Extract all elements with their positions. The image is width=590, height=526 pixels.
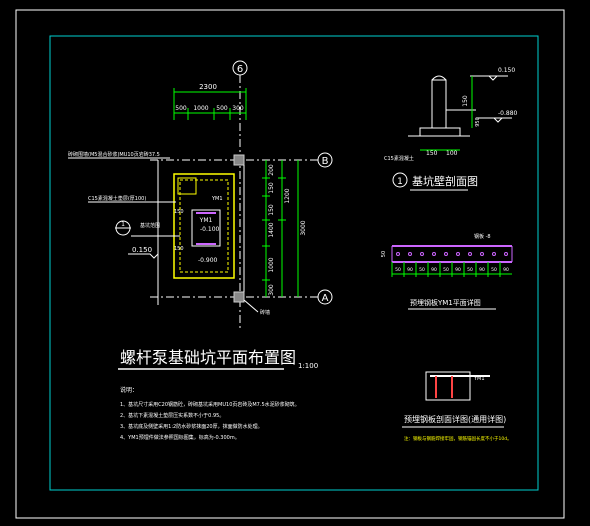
wall-ref-leader [243,299,259,313]
plan-scale: 1:100 [298,362,318,370]
top-dim-overall: 2300 [199,83,217,91]
embed-plan-stud [420,252,424,256]
note-3: 3、基坑底及侧壁采用1:2防水砂浆抹面20厚，抹面做防水处理。 [120,423,263,430]
embed-plan-dim: 50 [419,267,425,273]
axis-a-label: A [322,293,329,304]
embed-section-title: 预埋钢板剖面详图(通用详图) [404,414,506,424]
embed-plan-stud [480,252,484,256]
embed-plan-dim: 90 [455,267,461,273]
outer-frame [15,9,565,519]
embed-plan-dim: 90 [431,267,437,273]
section-1-footing [419,127,461,137]
section-1-wall-top [431,75,447,81]
note-mid: C15素混凝土垫层(厚100) [88,195,146,202]
left-dim-2: 150 [174,246,184,252]
right-dim-ticks [262,177,286,281]
embed-plan-stud [432,252,436,256]
embed-plan-left-dim: 50 [381,251,387,257]
section-1-dim-v2: 950 [475,117,481,127]
left-dim-1: 150 [174,209,184,215]
embed-plan-dim: 50 [443,267,449,273]
embed-plan-view: 钢板 -8 50 50 90 50 90 50 90 50 90 50 90 预埋钢板YM1平面详… [381,233,513,310]
section-1-wall [431,79,447,129]
top-dim-1: 500 [175,105,187,112]
embed-plan-dims: 50 90 50 90 50 90 50 90 50 90 [391,252,509,277]
wall-ref: 砖墙 [260,309,270,316]
embed-plan-stud [396,252,400,256]
plan-view: 6 2300 500 1000 500 300 B A YM1 [68,60,333,441]
section-1-title-bubble [392,172,408,188]
axis-b-label: B [322,156,329,167]
section-1-note: C15素混凝土 [384,155,414,162]
ym1-plate [191,209,221,247]
right-dim-3: 1200 [284,188,291,203]
note-1: 1、基坑尺寸采用C20钢筋砼，砖砌基坑采用MU10页岩砖及M7.5水泥砂浆砌筑。 [120,401,300,408]
axis-a-bubble [317,289,333,305]
section-1-dim-h2: 100 [446,150,458,157]
section-1-elev-bottom: -0.880 [498,110,518,117]
embed-plan-stud [456,252,460,256]
embed-plan-dim: 50 [491,267,497,273]
ym1-label-2: YM1 [211,196,223,202]
section-1-dim-h1: 150 [426,150,438,157]
embed-plan-stud [468,252,472,256]
embed-plan-stud [492,252,496,256]
embed-plan-top-label: 钢板 -8 [474,233,491,240]
embed-section-view: YM1 预埋钢板剖面详图(通用详图) 注：钢板与钢筋焊接牢固，钢筋锚固长度不小于… [402,371,512,442]
embed-plan-stud [504,252,508,256]
grade-mark [128,253,159,259]
pit-label: 基坑范围 [140,222,160,229]
top-dim-4: 300 [232,105,244,112]
ym1-label: YM1 [199,217,213,224]
column-bottom-right [233,291,245,303]
plan-title: 螺杆泵基础坑平面布置图 [120,348,296,367]
embed-plan-dim: 50 [395,267,401,273]
elev-minus-900: -0.900 [198,257,218,264]
note-top: 砖砌围墙(M5混合砂浆)MU10页岩砖37.5 [68,151,160,158]
note-4: 4、YM1预埋件做法参照国标图集，标高为-0.300m。 [120,434,240,441]
grade-label: 0.150 [132,246,152,254]
right-dim-5: 1400 [268,222,275,237]
elev-minus-100: -0.100 [200,226,220,233]
pit-outer [173,173,235,279]
inner-frame [49,35,539,491]
right-dim-overall: 3000 [300,220,307,235]
embed-plan-title: 预埋钢板YM1平面详图 [410,298,481,307]
embed-section-note: 注：钢板与钢筋焊接牢固，钢筋锚固长度不小于10d。 [404,435,512,442]
note-2: 2、基坑下素混凝土垫层压实系数不小于0.95。 [120,412,224,419]
right-dim-7: 300 [268,284,275,296]
embed-plan-stud [444,252,448,256]
axis-6-label: 6 [237,64,243,75]
top-dim-2: 1000 [193,105,208,112]
section-1-dim-v1: 150 [462,95,469,107]
section-sym: 1 [121,221,125,228]
column-top-right [233,154,245,166]
axis-b-bubble [317,152,333,168]
section-1-elev-top: 0.150 [498,67,515,74]
section-1-title: 基坑壁剖面图 [412,174,478,188]
notes-heading: 说明： [120,386,138,394]
top-dim-3: 500 [216,105,228,112]
right-dim-1: 200 [268,164,275,176]
embed-plan-dim: 90 [479,267,485,273]
right-dim-2: 150 [268,182,275,194]
embed-section-box [425,371,471,401]
section-1-elev-bottom-mark [476,117,512,123]
right-dim-6: 1000 [268,257,275,272]
embed-plan-dim: 90 [407,267,413,273]
embed-plan-stud [408,252,412,256]
right-dim-4: 150 [268,204,275,216]
section-1-title-num: 1 [397,177,403,187]
embed-section-label: YM1 [473,376,485,382]
pit-cover [177,177,197,195]
section-1-view: 0.150 -0.880 150 950 150 100 C15素混凝土 1 基… [384,67,518,191]
section-1-elev-top-mark [470,75,508,81]
embed-plan-dim: 90 [503,267,509,273]
embed-plan-dim: 50 [467,267,473,273]
